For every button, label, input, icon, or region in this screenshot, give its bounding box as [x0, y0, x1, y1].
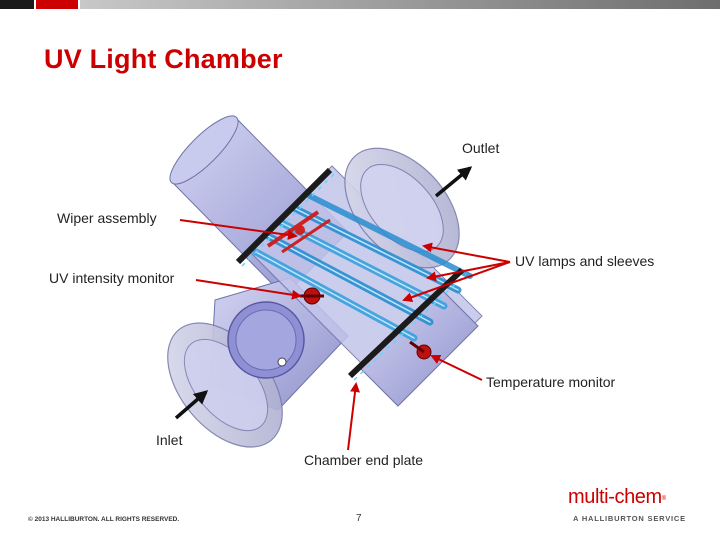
outlet-flow-arrow [434, 166, 473, 198]
uv-intensity-monitor-device [300, 287, 324, 305]
label-temperature-monitor: Temperature monitor [486, 374, 616, 390]
temperature-monitor-device [409, 340, 432, 360]
top-bar-gray-segment [80, 0, 720, 9]
flow-arrows [174, 166, 473, 420]
inspection-port [227, 301, 305, 379]
registered-mark: ® [661, 496, 666, 502]
leader-end-plate [347, 382, 361, 451]
label-uv-intensity-monitor: UV intensity monitor [49, 270, 175, 286]
multi-chem-logo: multi-chem® A HALLIBURTON SERVICE [568, 486, 708, 523]
top-bar-red-segment [36, 0, 78, 9]
inlet-flow-arrow [174, 390, 209, 420]
chamber-end-plates [235, 167, 467, 381]
logo-wordmark: multi-chem® [568, 486, 708, 508]
leader-wiper [179, 219, 298, 240]
top-bar-dark-segment [0, 0, 34, 9]
label-uv-lamps-sleeves: UV lamps and sleeves [515, 253, 654, 269]
logo-wordmark-text: multi-chem [568, 486, 662, 508]
leader-lamps-1 [422, 242, 511, 263]
label-chamber-end-plate: Chamber end plate [304, 452, 423, 468]
label-wiper-assembly: Wiper assembly [57, 210, 157, 226]
copyright-notice: © 2013 HALLIBURTON. ALL RIGHTS RESERVED. [28, 516, 180, 523]
slide-title: UV Light Chamber [44, 44, 283, 74]
label-outlet: Outlet [462, 140, 499, 156]
leader-temperature [430, 354, 483, 381]
leader-lamps-2 [426, 261, 511, 282]
leader-uv-intensity [195, 279, 302, 300]
page-number: 7 [356, 513, 362, 524]
top-accent-bar [0, 0, 720, 9]
callout-leaders [179, 219, 511, 451]
logo-tagline: A HALLIBURTON SERVICE [573, 514, 686, 523]
leader-lamps-3 [402, 261, 511, 303]
label-inlet: Inlet [156, 432, 183, 448]
